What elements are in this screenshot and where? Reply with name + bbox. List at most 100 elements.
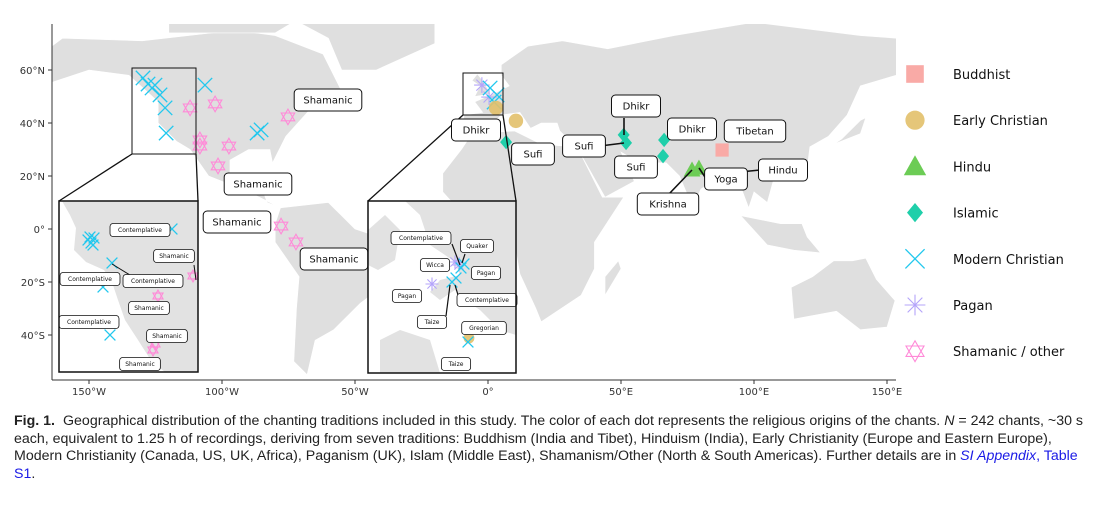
label-box bbox=[723, 119, 787, 143]
inset-label-taize: Taize bbox=[416, 315, 448, 329]
label-text: Dhikr bbox=[679, 125, 707, 136]
diamond-mark bbox=[657, 148, 670, 164]
marker-star-icon bbox=[221, 137, 237, 155]
legend-label: Shamanic / other bbox=[953, 345, 1065, 360]
inset-source-box-europe bbox=[462, 72, 504, 116]
label-text: Gregorian bbox=[469, 325, 499, 332]
y-tick-label: 20°S bbox=[21, 278, 45, 289]
label-box bbox=[293, 88, 363, 112]
marker-cross-icon bbox=[450, 272, 462, 284]
si-appendix-link[interactable]: SI Appendix, Table S1 bbox=[14, 448, 1078, 482]
inset-label-shamanic: Shamanic bbox=[153, 249, 195, 263]
marker-cross-icon bbox=[462, 336, 474, 348]
annotation-shamanic: Shamanic bbox=[202, 210, 272, 234]
legend-item: Shamanic / other bbox=[905, 339, 1065, 363]
inset-leader-line bbox=[454, 284, 459, 296]
marker-asterisk-icon bbox=[425, 277, 439, 291]
y-tick-label: 40°N bbox=[20, 119, 45, 130]
land-australia bbox=[790, 257, 896, 331]
cross-mark bbox=[87, 239, 99, 251]
x-tick-label: 0° bbox=[482, 387, 493, 398]
label-text: Taize bbox=[448, 361, 464, 368]
y-tick-label: 60°N bbox=[20, 66, 45, 77]
marker-cross-icon bbox=[147, 77, 163, 93]
leader-line bbox=[667, 169, 693, 196]
marker-cross-icon bbox=[87, 239, 99, 251]
si-appendix-link-italic[interactable]: SI Appendix bbox=[960, 448, 1037, 464]
label-text: Wicca bbox=[426, 262, 444, 269]
inset-source-box-north-america bbox=[131, 67, 197, 155]
label-box bbox=[461, 321, 507, 335]
star-triangle-down bbox=[288, 237, 304, 251]
label-text: Shamanic bbox=[159, 253, 189, 260]
cross-mark bbox=[253, 122, 269, 138]
label-box bbox=[511, 142, 555, 166]
star-triangle-down bbox=[210, 161, 226, 175]
label-box bbox=[440, 357, 472, 371]
marker-cross-icon bbox=[904, 248, 926, 269]
label-box bbox=[390, 231, 452, 245]
diamond-mark bbox=[500, 134, 513, 150]
marker-cross-icon bbox=[197, 77, 213, 93]
label-text: Contemplative bbox=[131, 278, 175, 285]
asterisk-mark bbox=[452, 258, 466, 272]
label-text: Dhikr bbox=[623, 102, 651, 113]
cross-mark bbox=[450, 272, 462, 284]
label-text: Shamanic bbox=[212, 218, 261, 229]
inset-leader-line bbox=[451, 243, 461, 266]
inset-leader-line bbox=[193, 264, 197, 281]
annotation-krishna: Krishna bbox=[636, 192, 700, 216]
marker-diamond-icon bbox=[620, 135, 633, 151]
marker-asterisk-icon bbox=[452, 258, 466, 272]
label-box bbox=[416, 315, 448, 329]
marker-asterisk-icon bbox=[904, 294, 926, 316]
marker-diamond-icon bbox=[657, 148, 670, 164]
diamond-mark bbox=[907, 203, 923, 223]
label-box bbox=[128, 301, 170, 315]
land-japan bbox=[833, 117, 867, 145]
y-tick-label: 20°N bbox=[20, 172, 45, 183]
annotation-shamanic: Shamanic bbox=[299, 247, 369, 271]
triangle-mark bbox=[903, 155, 927, 176]
si-appendix-link-rest[interactable]: , Table S1 bbox=[14, 448, 1078, 482]
marker-cross-icon bbox=[157, 100, 173, 116]
triangle-mark bbox=[690, 159, 708, 175]
inset-connector-line bbox=[195, 153, 199, 202]
label-box bbox=[109, 223, 171, 237]
label-box bbox=[202, 210, 272, 234]
marker-cross-icon bbox=[253, 122, 269, 138]
inset-label-quaker: Quaker bbox=[460, 239, 494, 253]
land-arctic bbox=[168, 24, 291, 34]
label-box bbox=[460, 239, 494, 253]
label-text: Sufi bbox=[575, 142, 594, 153]
inset-label-contemplative: Contemplative bbox=[390, 231, 452, 245]
inset-label-contemplative: Contemplative bbox=[456, 293, 518, 307]
inset-label-contemplative: Contemplative bbox=[122, 274, 184, 288]
inset-label-shamanic: Shamanic bbox=[119, 357, 161, 371]
cross-mark bbox=[197, 77, 213, 93]
star-triangle-up bbox=[151, 289, 165, 300]
marker-star-icon bbox=[210, 157, 226, 175]
annotation-sufi: Sufi bbox=[562, 134, 606, 158]
square-mark bbox=[715, 143, 729, 157]
marker-star-icon bbox=[192, 137, 208, 155]
star-triangle-down bbox=[207, 99, 223, 113]
inset-label-wicca: Wicca bbox=[419, 258, 451, 272]
marker-cross-icon bbox=[84, 231, 96, 243]
marker-triangle-icon bbox=[690, 159, 708, 175]
inset-leader-line bbox=[461, 253, 466, 264]
star-triangle-up bbox=[192, 137, 208, 151]
figure-label: Fig. 1. bbox=[14, 413, 55, 429]
marker-star-icon bbox=[207, 95, 223, 113]
label-text: Contemplative bbox=[67, 319, 111, 326]
label-box bbox=[119, 357, 161, 371]
inset-label-gregorian: Gregorian bbox=[461, 321, 507, 335]
annotation-shamanic: Shamanic bbox=[293, 88, 363, 112]
marker-triangle-icon bbox=[903, 155, 927, 176]
legend-label: Buddhist bbox=[953, 68, 1010, 83]
inset-label-contemplative: Contemplative bbox=[109, 223, 171, 237]
legend-item: Hindu bbox=[903, 155, 991, 176]
inset-label-taize: Taize bbox=[440, 357, 472, 371]
